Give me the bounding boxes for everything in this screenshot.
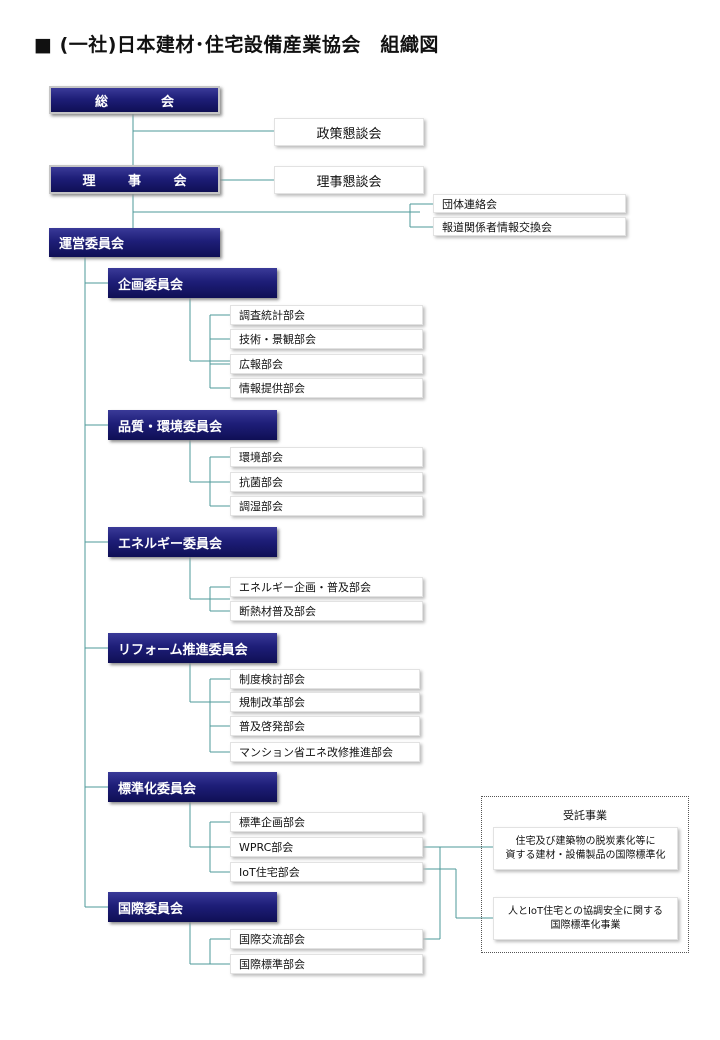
board-label: 理 事 会 (82, 174, 201, 189)
subcommittee-item: 国際標準部会 (230, 954, 423, 974)
commissioned-project-iot-safety: 人とIoT住宅との協調安全に関する 国際標準化事業 (493, 897, 678, 940)
committee-reform: リフォーム推進委員会 (108, 633, 277, 663)
steering-committee-box: 運営委員会 (49, 228, 220, 257)
subcommittee-item: 標準企画部会 (230, 812, 423, 832)
subcommittee-item: 国際交流部会 (230, 929, 423, 949)
committee-name: 標準化委員会 (118, 781, 197, 797)
commissioned-project-decarbonization: 住宅及び建築物の脱炭素化等に 資する建材・設備製品の国際標準化 (493, 827, 678, 870)
subcommittee-item: IoT住宅部会 (230, 862, 423, 882)
subcommittee-item: 調査統計部会 (230, 305, 423, 325)
subcommittee-item: 環境部会 (230, 447, 423, 467)
subcommittee-item: 広報部会 (230, 354, 423, 374)
subcommittee-item: エネルギー企画・普及部会 (230, 577, 423, 597)
committee-planning: 企画委員会 (108, 268, 277, 298)
general-assembly-box: 総 会 (49, 86, 220, 114)
board-council-box: 理事懇談会 (274, 166, 424, 194)
subcommittee-item: 技術・景観部会 (230, 329, 423, 349)
subcommittee-item: 情報提供部会 (230, 378, 423, 398)
general-assembly-label: 総 会 (94, 94, 194, 110)
committee-standardization: 標準化委員会 (108, 772, 277, 802)
group-liaison-label: 団体連絡会 (442, 197, 497, 211)
committee-name: 国際委員会 (118, 901, 184, 917)
group-liaison-box: 団体連絡会 (433, 194, 626, 213)
page-title: ■ (一社)日本建材･住宅設備産業協会 組織図 (34, 34, 439, 56)
policy-council-box: 政策懇談会 (274, 118, 424, 146)
committee-energy: エネルギー委員会 (108, 527, 277, 557)
commissioned-projects-title: 受託事業 (563, 809, 607, 822)
policy-council-label: 政策懇談会 (316, 126, 382, 142)
subcommittee-item: 断熱材普及部会 (230, 601, 423, 621)
pr-exchange-box: 報道関係者情報交換会 (433, 217, 626, 236)
steering-committee-label: 運営委員会 (59, 237, 125, 252)
committee-name: リフォーム推進委員会 (118, 642, 248, 658)
pr-exchange-label: 報道関係者情報交換会 (442, 220, 552, 234)
committee-name: 企画委員会 (118, 277, 184, 293)
committee-international: 国際委員会 (108, 892, 277, 922)
subcommittee-item: 抗菌部会 (230, 472, 423, 492)
subcommittee-item: 普及啓発部会 (230, 716, 420, 736)
board-council-label: 理事懇談会 (316, 174, 382, 190)
subcommittee-item: WPRC部会 (230, 837, 423, 857)
subcommittee-item: マンション省エネ改修推進部会 (230, 742, 420, 762)
subcommittee-item: 制度検討部会 (230, 669, 420, 689)
board-box: 理 事 会 (49, 165, 220, 194)
subcommittee-item: 規制改革部会 (230, 692, 420, 712)
committee-name: エネルギー委員会 (118, 536, 223, 552)
committee-quality-environment: 品質・環境委員会 (108, 410, 277, 440)
subcommittee-item: 調湿部会 (230, 496, 423, 516)
commissioned-projects-frame (481, 796, 689, 953)
committee-name: 品質・環境委員会 (118, 419, 223, 435)
